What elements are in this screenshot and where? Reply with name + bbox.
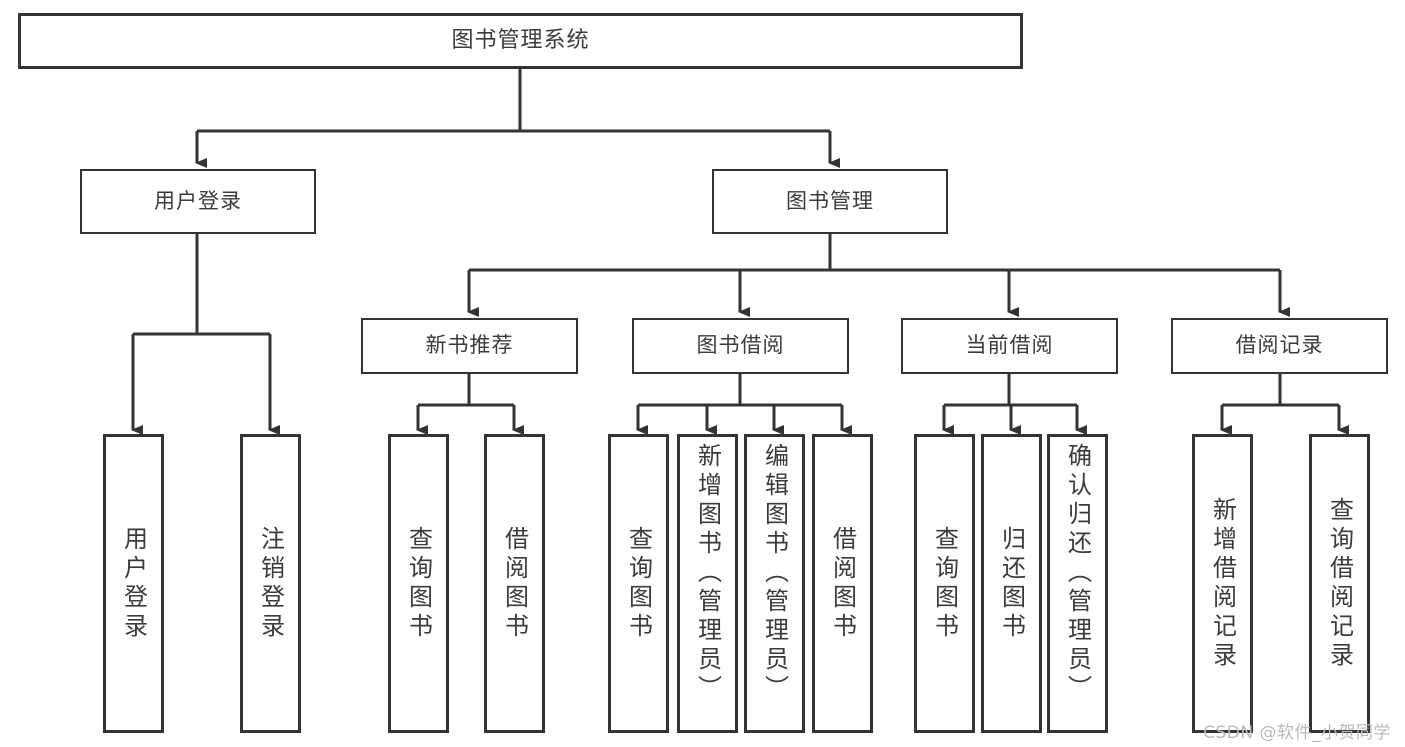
- node-current-borrow-label: 当前借阅: [965, 333, 1054, 358]
- node-root[interactable]: 图书管理系统: [18, 13, 1023, 69]
- watermark: CSDN @软件_小贺同学: [1203, 723, 1391, 743]
- leaf-book-borrow-add[interactable]: 新增图书（管理员）: [677, 434, 738, 733]
- node-root-label: 图书管理系统: [451, 27, 590, 53]
- leaf-borrow-record-add-label: 新增借阅记录: [1208, 496, 1237, 671]
- leaf-new-book-query-label: 查询图书: [404, 525, 433, 642]
- leaf-book-borrow-edit-label: 编辑图书（管理员）: [760, 443, 789, 704]
- node-new-book-recommend[interactable]: 新书推荐: [361, 318, 578, 374]
- leaf-borrow-record-query-label: 查询借阅记录: [1325, 496, 1354, 671]
- leaf-new-book-borrow-label: 借阅图书: [500, 525, 529, 642]
- leaf-new-book-borrow[interactable]: 借阅图书: [484, 434, 545, 733]
- node-book-borrow-label: 图书借阅: [696, 333, 785, 358]
- leaf-current-borrow-confirm[interactable]: 确认归还（管理员）: [1047, 434, 1108, 733]
- node-user-login-label: 用户登录: [154, 188, 242, 213]
- leaf-user-login-login-label: 用户登录: [119, 525, 148, 642]
- node-new-book-recommend-label: 新书推荐: [425, 333, 514, 358]
- leaf-new-book-query[interactable]: 查询图书: [388, 434, 449, 733]
- leaf-borrow-record-query[interactable]: 查询借阅记录: [1309, 434, 1370, 733]
- leaf-user-login-logout-label: 注销登录: [256, 525, 285, 642]
- leaf-current-borrow-query[interactable]: 查询图书: [914, 434, 975, 733]
- leaf-current-borrow-query-label: 查询图书: [930, 525, 959, 642]
- leaf-borrow-record-add[interactable]: 新增借阅记录: [1192, 434, 1253, 733]
- leaf-current-borrow-return[interactable]: 归还图书: [981, 434, 1042, 733]
- node-book-management[interactable]: 图书管理: [712, 169, 948, 234]
- leaf-current-borrow-confirm-label: 确认归还（管理员）: [1063, 443, 1092, 704]
- node-borrow-record[interactable]: 借阅记录: [1171, 318, 1388, 374]
- leaf-book-borrow-borrow-label: 借阅图书: [828, 525, 857, 642]
- leaf-book-borrow-add-label: 新增图书（管理员）: [693, 443, 722, 704]
- node-user-login[interactable]: 用户登录: [80, 169, 316, 234]
- node-book-management-label: 图书管理: [786, 188, 874, 213]
- node-current-borrow[interactable]: 当前借阅: [901, 318, 1118, 374]
- leaf-book-borrow-borrow[interactable]: 借阅图书: [812, 434, 873, 733]
- leaf-book-borrow-query[interactable]: 查询图书: [608, 434, 669, 733]
- node-borrow-record-label: 借阅记录: [1235, 333, 1324, 358]
- node-book-borrow[interactable]: 图书借阅: [632, 318, 849, 374]
- leaf-current-borrow-return-label: 归还图书: [997, 525, 1026, 642]
- leaf-user-login-logout[interactable]: 注销登录: [240, 434, 301, 733]
- leaf-user-login-login[interactable]: 用户登录: [103, 434, 164, 733]
- leaf-book-borrow-query-label: 查询图书: [624, 525, 653, 642]
- leaf-book-borrow-edit[interactable]: 编辑图书（管理员）: [744, 434, 805, 733]
